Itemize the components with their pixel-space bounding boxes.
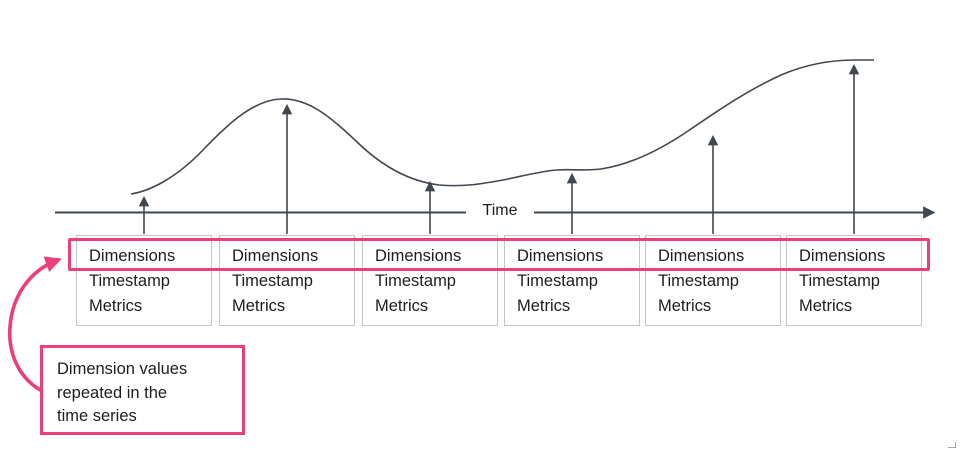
- record-metrics: Metrics: [232, 297, 286, 315]
- time-axis-label: Time: [470, 202, 530, 220]
- callout-text: Dimension values repeated in the time se…: [57, 360, 188, 425]
- record-box-1: Dimensions Timestamp Metrics: [76, 235, 212, 326]
- dimensions-highlight-frame: [68, 238, 930, 271]
- record-box-2: Dimensions Timestamp Metrics: [219, 235, 355, 326]
- callout-box: Dimension values repeated in the time se…: [40, 345, 245, 435]
- record-dimensions: Dimensions: [375, 247, 462, 265]
- time-series-curve: [130, 59, 874, 195]
- record-dimensions: Dimensions: [232, 247, 319, 265]
- record-box-4: Dimensions Timestamp Metrics: [504, 235, 640, 326]
- record-dimensions: Dimensions: [89, 247, 176, 265]
- record-timestamp: Timestamp: [232, 272, 313, 290]
- record-box-5: Dimensions Timestamp Metrics: [645, 235, 781, 326]
- record-dimensions: Dimensions: [517, 247, 604, 265]
- record-metrics: Metrics: [517, 297, 571, 315]
- record-timestamp: Timestamp: [375, 272, 456, 290]
- corner-artifact-mark: [948, 442, 956, 448]
- record-box-3: Dimensions Timestamp Metrics: [362, 235, 498, 326]
- record-timestamp: Timestamp: [658, 272, 739, 290]
- record-metrics: Metrics: [89, 297, 143, 315]
- record-box-6: Dimensions Timestamp Metrics: [786, 235, 922, 326]
- record-metrics: Metrics: [799, 297, 853, 315]
- record-metrics: Metrics: [375, 297, 429, 315]
- record-timestamp: Timestamp: [799, 272, 880, 290]
- callout-arrow: [8, 256, 62, 395]
- record-dimensions: Dimensions: [799, 247, 886, 265]
- record-timestamp: Timestamp: [517, 272, 598, 290]
- record-timestamp: Timestamp: [89, 272, 170, 290]
- record-dimensions: Dimensions: [658, 247, 745, 265]
- record-metrics: Metrics: [658, 297, 712, 315]
